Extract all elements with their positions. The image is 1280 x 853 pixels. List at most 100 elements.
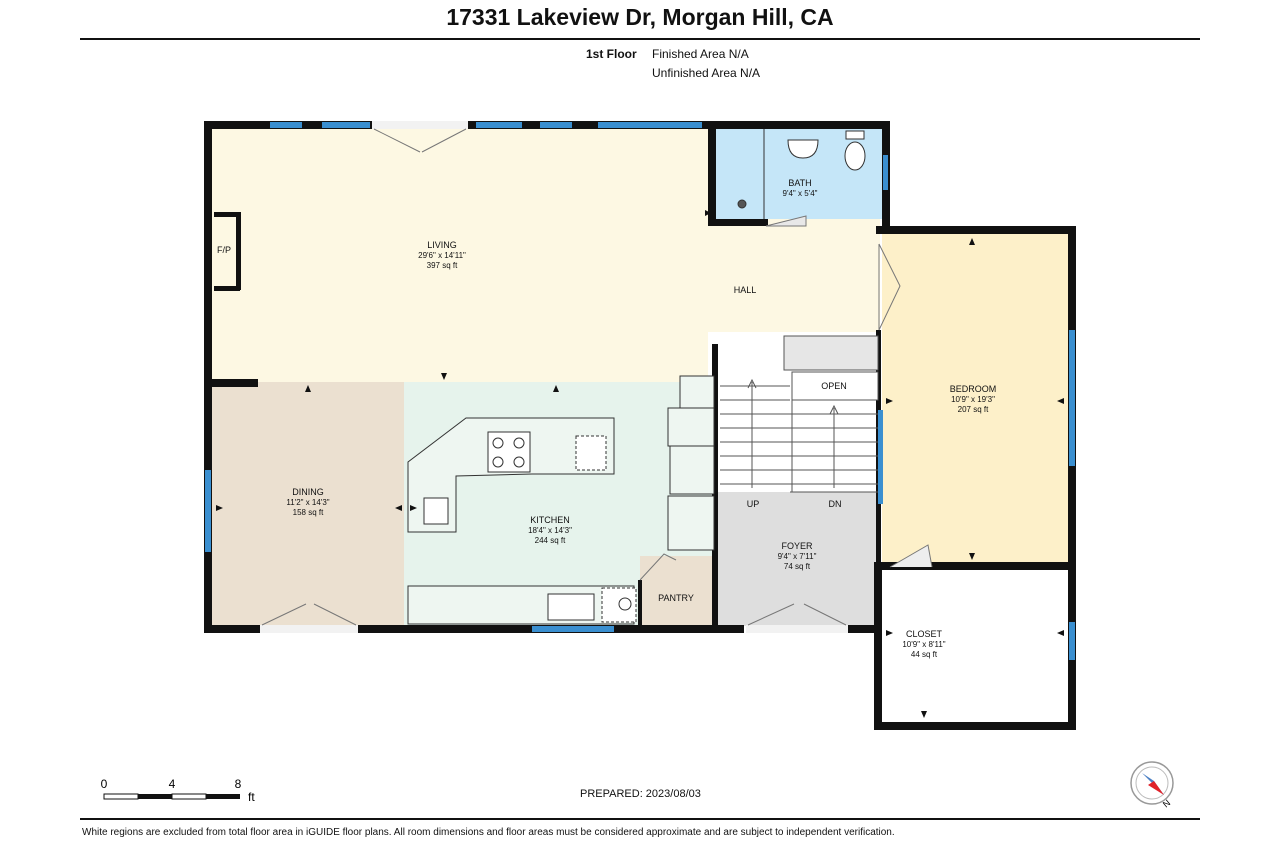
- hall-name: HALL: [734, 285, 757, 295]
- dimension-markers: [216, 210, 1064, 718]
- staircase: [720, 335, 879, 493]
- door-dining-exit: [261, 603, 357, 626]
- floor-label: 1st Floor: [586, 47, 637, 61]
- kitchen-name: KITCHEN: [530, 515, 570, 525]
- hall-fill: [708, 212, 880, 332]
- refrigerator-icon: [667, 407, 715, 447]
- door-opening: [746, 625, 848, 633]
- pantry-fill: [640, 556, 714, 626]
- fireplace-bottom: [214, 286, 240, 291]
- wine-fridge-icon: [575, 435, 607, 471]
- compass-icon: N: [1130, 761, 1174, 810]
- window: [878, 410, 883, 504]
- cabinet: [679, 375, 715, 409]
- bedroom-area: 207 sq ft: [958, 405, 989, 414]
- window: [1069, 622, 1075, 660]
- page-title: 17331 Lakeview Dr, Morgan Hill, CA: [446, 4, 834, 30]
- scale-tick-8: 8: [235, 777, 242, 791]
- window: [883, 155, 888, 190]
- living-room-dims: 29'6" x 14'11": [418, 251, 466, 260]
- scale-unit: ft: [248, 790, 255, 804]
- scale-tick-4: 4: [169, 777, 176, 791]
- window: [476, 122, 522, 128]
- double-sink-icon: [547, 593, 595, 621]
- window: [540, 122, 572, 128]
- scale-tick-0: 0: [101, 777, 108, 791]
- stair-down-arrowhead: [829, 404, 839, 415]
- living-room-fill: [210, 127, 708, 382]
- dining-fill: [210, 382, 404, 626]
- wall-dining-stub: [212, 379, 258, 387]
- pantry-wall: [638, 580, 642, 626]
- bedroom-fill: [882, 232, 1070, 564]
- closet-dims: 10'9" x 8'11": [902, 640, 945, 649]
- pantry-name: PANTRY: [658, 593, 694, 603]
- oven-icon: [669, 445, 715, 495]
- windows: [205, 122, 1075, 660]
- bath-fixtures: [737, 129, 866, 219]
- fireplace-top: [214, 212, 240, 217]
- stairs-down-label: DN: [829, 499, 842, 509]
- bath-dims: 9'4" x 5'4": [783, 189, 818, 198]
- stairs-up-label: UP: [747, 499, 760, 509]
- pantry-cabinet: [667, 495, 715, 551]
- door-opening: [260, 625, 358, 633]
- door-opening: [372, 121, 468, 129]
- window: [1069, 330, 1075, 466]
- foyer-fill: [716, 492, 878, 626]
- fireplace-right: [236, 212, 241, 290]
- bath-name: BATH: [788, 178, 811, 188]
- sink-icon: [787, 139, 819, 159]
- compass-north-label: N: [1161, 798, 1172, 810]
- bedroom-name: BEDROOM: [950, 384, 997, 394]
- wall-closet-bottom: [874, 722, 1076, 730]
- dining-area: 158 sq ft: [293, 508, 324, 517]
- bedroom-dims: 10'9" x 19'3": [951, 395, 995, 404]
- foyer-name: FOYER: [781, 541, 813, 551]
- window: [598, 122, 702, 128]
- door-living-entry: [373, 128, 467, 153]
- foyer-area: 74 sq ft: [784, 562, 811, 571]
- window: [532, 626, 614, 632]
- wall-bath-bottom: [708, 219, 768, 226]
- finished-area: Finished Area N/A: [652, 47, 749, 61]
- kitchen-dims: 18'4" x 14'3": [528, 526, 572, 535]
- doors: [260, 121, 933, 633]
- window: [205, 470, 211, 552]
- closet-name: CLOSET: [906, 629, 943, 639]
- wall-stair-left: [712, 344, 718, 629]
- wall-bedroom-right: [1068, 226, 1076, 730]
- living-room-name: LIVING: [427, 240, 457, 250]
- wall-bottom-right: [848, 625, 878, 633]
- door-closet: [889, 544, 933, 568]
- dining-dims: 11'2" x 14'3": [286, 498, 329, 507]
- window: [270, 122, 302, 128]
- wall-bedroom-bottom: [876, 562, 1076, 570]
- footer-rule: [80, 818, 1200, 820]
- door-bedroom: [878, 243, 901, 331]
- toilet-tank: [845, 130, 865, 140]
- living-room-area: 397 sq ft: [427, 261, 458, 270]
- wall-left: [204, 121, 212, 633]
- dining-name: DINING: [292, 487, 324, 497]
- kitchen-fixtures: [407, 375, 715, 625]
- wall-bath-left: [708, 121, 716, 221]
- stair-landing: [783, 335, 879, 371]
- wall-bedroom-top: [876, 226, 1076, 234]
- wall-bottom: [204, 625, 744, 633]
- kitchen-counter: [407, 585, 635, 625]
- compass-needle-north: [1148, 781, 1164, 795]
- door-front-entry: [747, 603, 847, 626]
- window: [322, 122, 370, 128]
- island-sink-icon: [423, 497, 449, 525]
- dishwasher-knob: [618, 597, 632, 611]
- foyer-dims: 9'4" x 7'11": [778, 552, 817, 561]
- disclaimer: White regions are excluded from total fl…: [82, 827, 895, 838]
- open-area: [791, 371, 879, 401]
- open-label: OPEN: [821, 381, 847, 391]
- toilet-icon: [844, 141, 866, 171]
- shower-drain-icon: [737, 199, 747, 209]
- closet-area: 44 sq ft: [911, 650, 938, 659]
- kitchen-area: 244 sq ft: [535, 536, 566, 545]
